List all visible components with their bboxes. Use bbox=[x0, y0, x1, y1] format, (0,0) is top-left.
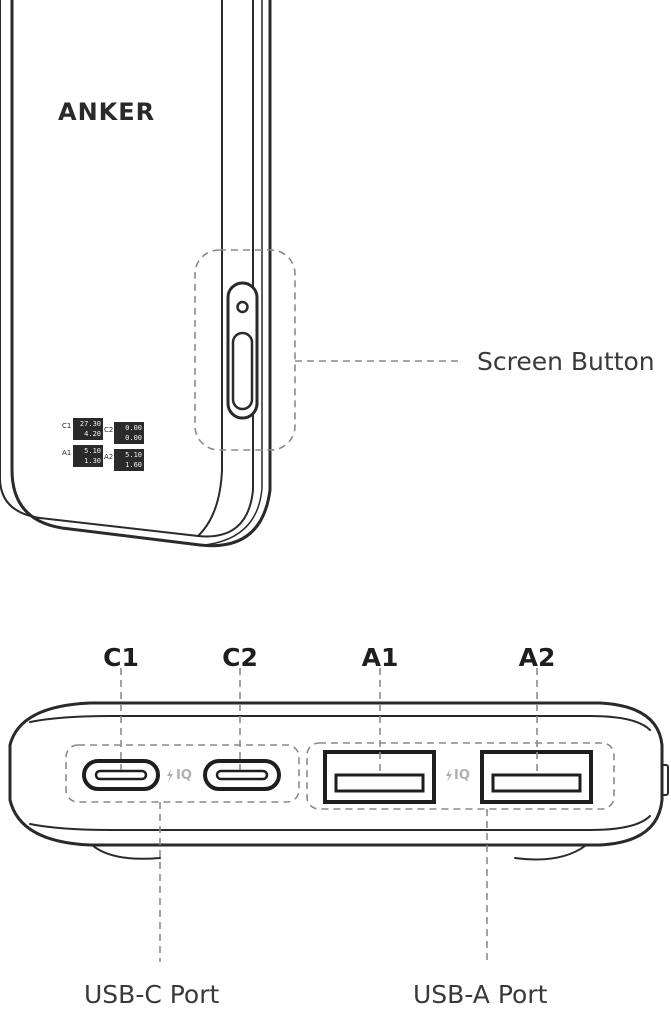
power-bank-outer-edge bbox=[10, 0, 272, 548]
edge-outer-shell bbox=[8, 701, 664, 847]
edge-right-foot bbox=[514, 845, 586, 861]
readout-tag-c1: C1 bbox=[62, 422, 72, 430]
screen-button-label: Screen Button bbox=[477, 347, 655, 376]
edge-bottom-bevel bbox=[29, 815, 651, 831]
usb-c-port-c2[interactable] bbox=[203, 759, 281, 791]
port-label-a1: A1 bbox=[361, 643, 399, 672]
usb-a-port-a2[interactable] bbox=[480, 750, 593, 804]
readout-a2: 5.10 1.60 bbox=[114, 449, 144, 471]
screen-button-key bbox=[231, 331, 254, 411]
port-label-c2: C2 bbox=[222, 643, 258, 672]
screen-button[interactable] bbox=[226, 281, 259, 420]
port-label-c1: C1 bbox=[103, 643, 139, 672]
port-guides bbox=[65, 668, 615, 962]
edge-left-foot bbox=[91, 844, 161, 860]
readout-c1: 27.30 4.20 bbox=[73, 418, 103, 440]
usb-c-port-c1[interactable] bbox=[82, 759, 160, 791]
usb-c-port-label: USB-C Port bbox=[84, 980, 220, 1009]
usb-a-port-a2-tongue bbox=[491, 773, 582, 793]
readout-a1-voltage: 5.10 bbox=[84, 447, 101, 455]
readout-c2: 0.00 0.00 bbox=[114, 422, 144, 444]
screen-button-guides bbox=[194, 249, 462, 451]
readout-a1: 5.10 1.30 bbox=[73, 445, 103, 467]
readout-a2-current: 1.60 bbox=[125, 461, 142, 469]
iq-badge-usb-a: IQ bbox=[454, 768, 470, 783]
usb-c-port-c2-outer bbox=[203, 759, 281, 791]
usb-a-port-label: USB-A Port bbox=[413, 980, 548, 1009]
readout-c1-current: 4.20 bbox=[84, 430, 101, 438]
edge-top-bevel bbox=[29, 715, 651, 731]
power-bank-side-rail bbox=[197, 0, 223, 537]
edge-side-nub bbox=[661, 764, 669, 796]
readout-tag-a1: A1 bbox=[62, 449, 72, 457]
readout-c1-voltage: 27.30 bbox=[79, 420, 101, 428]
usb-c-port-c1-outer bbox=[82, 759, 160, 791]
usb-c-port-c1-tongue bbox=[94, 769, 148, 781]
readout-a2-voltage: 5.10 bbox=[125, 451, 142, 459]
power-bank-edge-view bbox=[8, 701, 669, 861]
readout-a1-current: 1.30 bbox=[84, 457, 101, 465]
screen-button-indicator bbox=[236, 300, 249, 314]
usb-c-group-highlight bbox=[65, 744, 300, 803]
iq-badge-usb-c: IQ bbox=[176, 768, 192, 783]
usb-a-port-a2-outer bbox=[480, 750, 593, 804]
iq-bolt-marks bbox=[167, 769, 452, 782]
usb-a-port-a1-tongue bbox=[334, 773, 425, 793]
power-bank-side-rail-outer bbox=[204, 0, 263, 546]
usb-a-port-a1-outer bbox=[323, 750, 436, 804]
usb-a-port-a1[interactable] bbox=[323, 750, 436, 804]
readout-c2-current: 0.00 bbox=[125, 434, 142, 442]
screen-button-highlight bbox=[194, 249, 296, 451]
port-label-a2: A2 bbox=[518, 643, 556, 672]
readout-c2-voltage: 0.00 bbox=[125, 424, 142, 432]
brand-logo: ANKER bbox=[58, 98, 156, 126]
usb-a-group-highlight bbox=[306, 742, 615, 810]
bolt-icon bbox=[167, 769, 173, 782]
screen-button-housing bbox=[226, 281, 259, 420]
power-bank-face-view bbox=[0, 0, 272, 548]
readout-tag-a2: A2 bbox=[104, 453, 114, 461]
usb-c-port-c2-tongue bbox=[215, 769, 269, 781]
bolt-icon bbox=[446, 769, 452, 782]
readout-tag-c2: C2 bbox=[104, 426, 114, 434]
